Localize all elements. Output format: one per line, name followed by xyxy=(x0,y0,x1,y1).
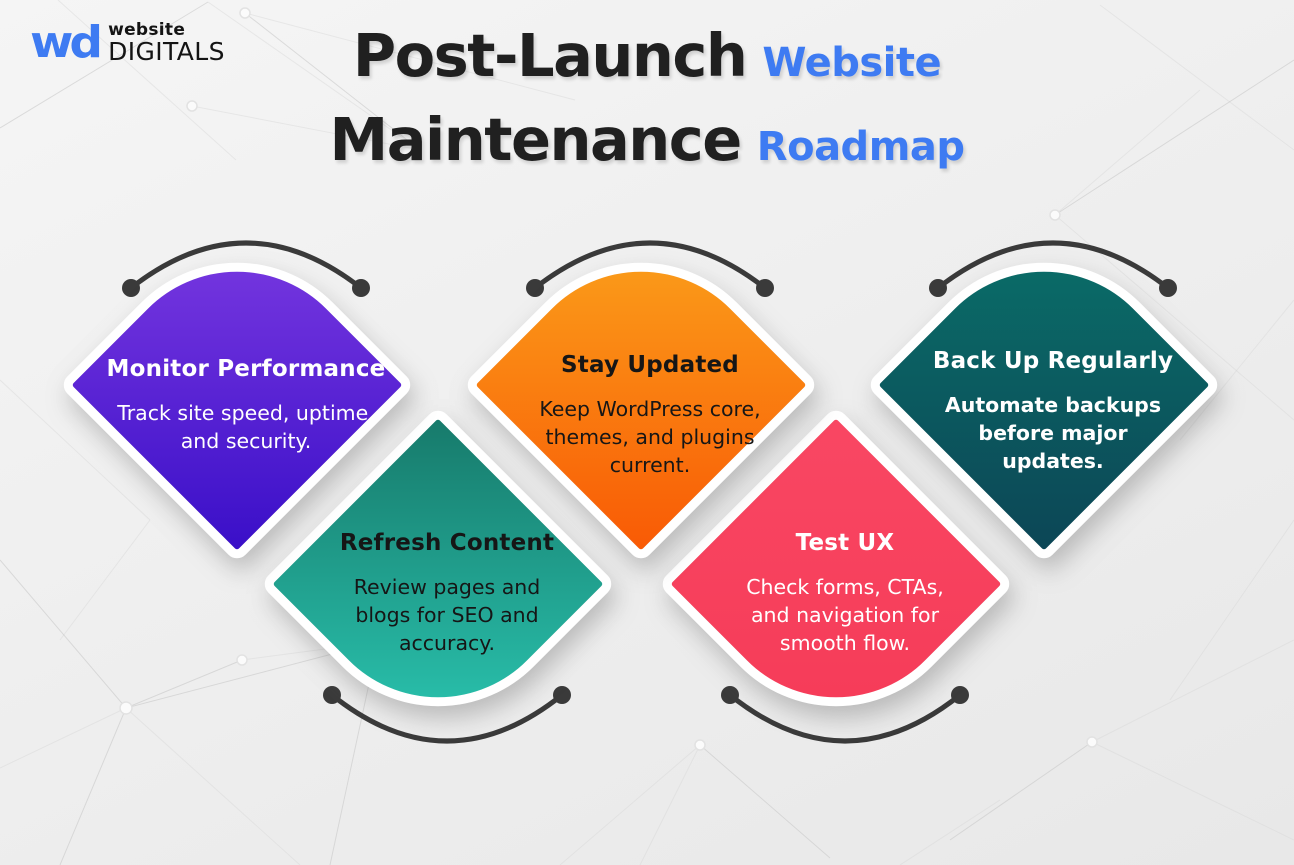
title-dark-1: Post-Launch xyxy=(352,21,748,90)
title-line-2: Maintenance Roadmap xyxy=(0,98,1294,182)
page-title: Post-Launch Website Maintenance Roadmap xyxy=(0,14,1294,182)
title-dark-2: Maintenance xyxy=(329,104,743,174)
logo-monogram-icon: wd xyxy=(30,17,103,69)
logo-word-website: website xyxy=(108,20,186,40)
title-accent-1: Website xyxy=(762,40,942,86)
logo-word-digitals: DIGITALS xyxy=(108,37,225,67)
title-accent-2: Roadmap xyxy=(756,123,965,170)
logo-wordmark: website DIGITALS xyxy=(108,20,225,67)
title-line-1: Post-Launch Website xyxy=(0,14,1294,98)
logo: wd website DIGITALS xyxy=(30,17,225,69)
